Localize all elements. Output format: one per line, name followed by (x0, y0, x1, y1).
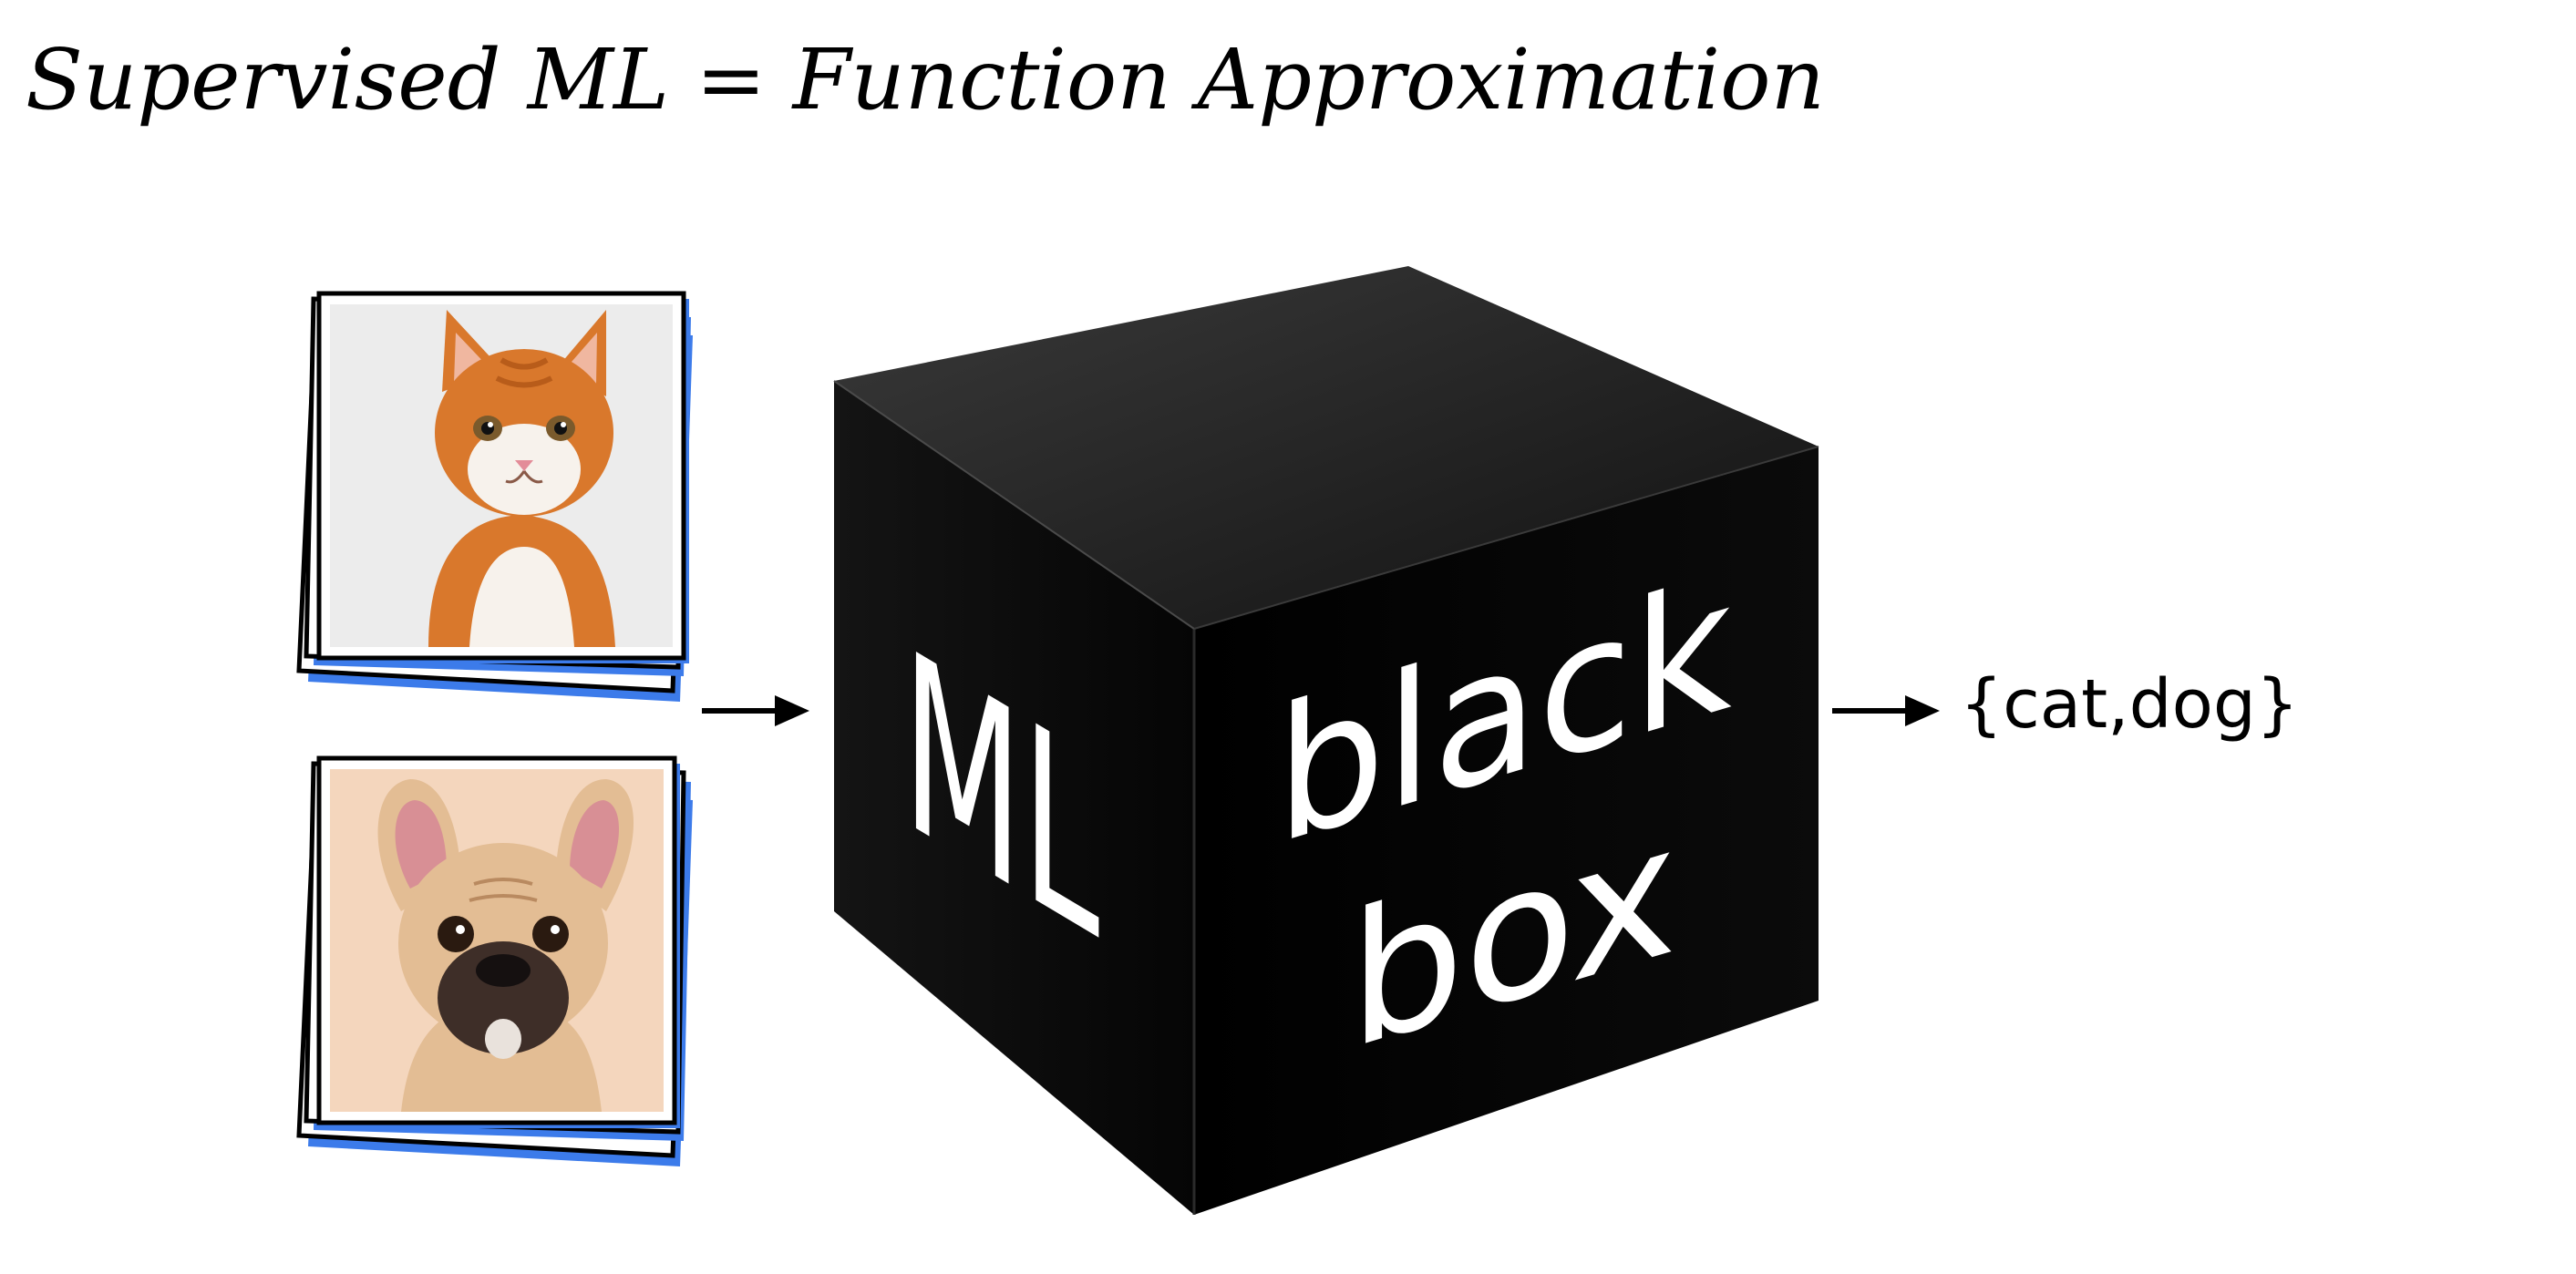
cube-top-face (834, 266, 1819, 629)
cat-icon (428, 310, 615, 647)
dog-image-stack (292, 738, 720, 1176)
cube-right-face (1194, 447, 1819, 1215)
input-arrow-icon (702, 695, 809, 726)
cat-photo-icon (296, 291, 693, 702)
cat-image-stack (292, 273, 720, 711)
output-label: {cat,dog} (1960, 665, 2299, 744)
cube-left-face (834, 381, 1194, 1215)
dog-photo-icon (296, 755, 693, 1166)
page-title: Supervised ML = Function Approximation (26, 31, 1825, 128)
output-arrow-icon (1832, 695, 1940, 726)
dog-icon (377, 779, 634, 1112)
